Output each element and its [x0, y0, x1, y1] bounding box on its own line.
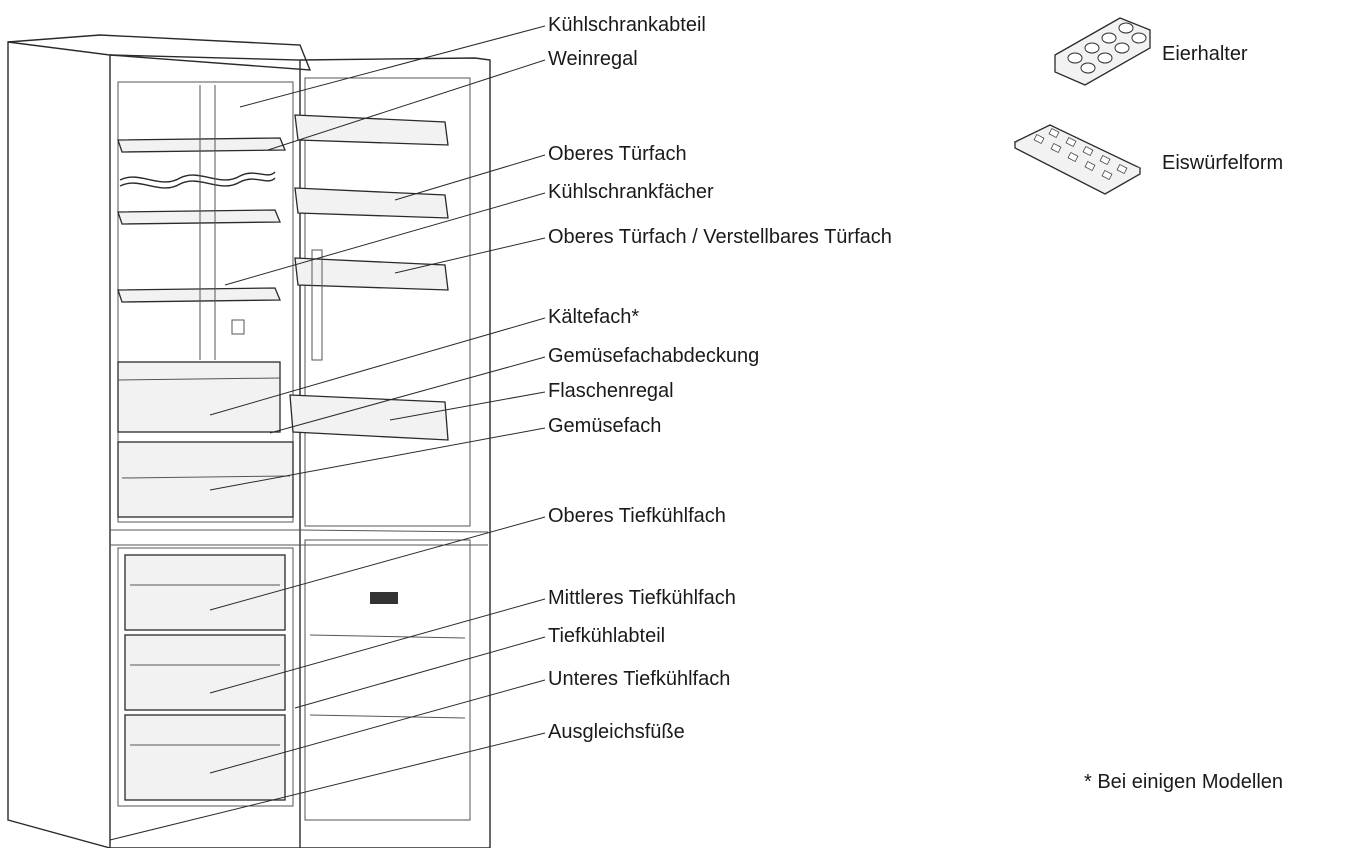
- leader-lines: [109, 25, 546, 841]
- label-oberes-tiefkuehlfach: Oberes Tiefkühlfach: [548, 505, 726, 527]
- label-weinregal: Weinregal: [548, 48, 638, 70]
- ice-cube-tray-icon: [1013, 124, 1142, 195]
- label-oberes-tuerfach: Oberes Türfach: [548, 143, 687, 165]
- label-kuehlschrankfaecher: Kühlschrankfächer: [548, 181, 714, 203]
- label-kuehlschrankabteil: Kühlschrankabteil: [548, 14, 706, 36]
- label-eiswuerfelform: Eiswürfelform: [1162, 152, 1284, 174]
- fridge-door: [289, 57, 491, 848]
- fridge-cabinet: [7, 34, 312, 848]
- label-flaschenregal: Flaschenregal: [548, 380, 674, 402]
- label-gemuesefachabdeckung: Gemüsefachabdeckung: [548, 345, 760, 367]
- label-kaeltefach: Kältefach*: [548, 306, 640, 328]
- footnote: * Bei einigen Modellen: [1084, 771, 1284, 793]
- label-tiefkuehlabteil: Tiefkühlabteil: [548, 625, 666, 647]
- label-eierhalter: Eierhalter: [1162, 43, 1248, 65]
- label-mittleres-tiefkuehlfach: Mittleres Tiefkühlfach: [548, 587, 736, 609]
- egg-holder-icon: [1054, 17, 1151, 86]
- label-unteres-tiefkuehlfach: Unteres Tiefkühlfach: [548, 668, 731, 690]
- label-verstellbares-tuerfach: Oberes Türfach / Verstellbares Türfach: [548, 226, 892, 248]
- label-gemuesefach: Gemüsefach: [548, 415, 662, 437]
- label-ausgleichsfuesse: Ausgleichsfüße: [548, 721, 685, 743]
